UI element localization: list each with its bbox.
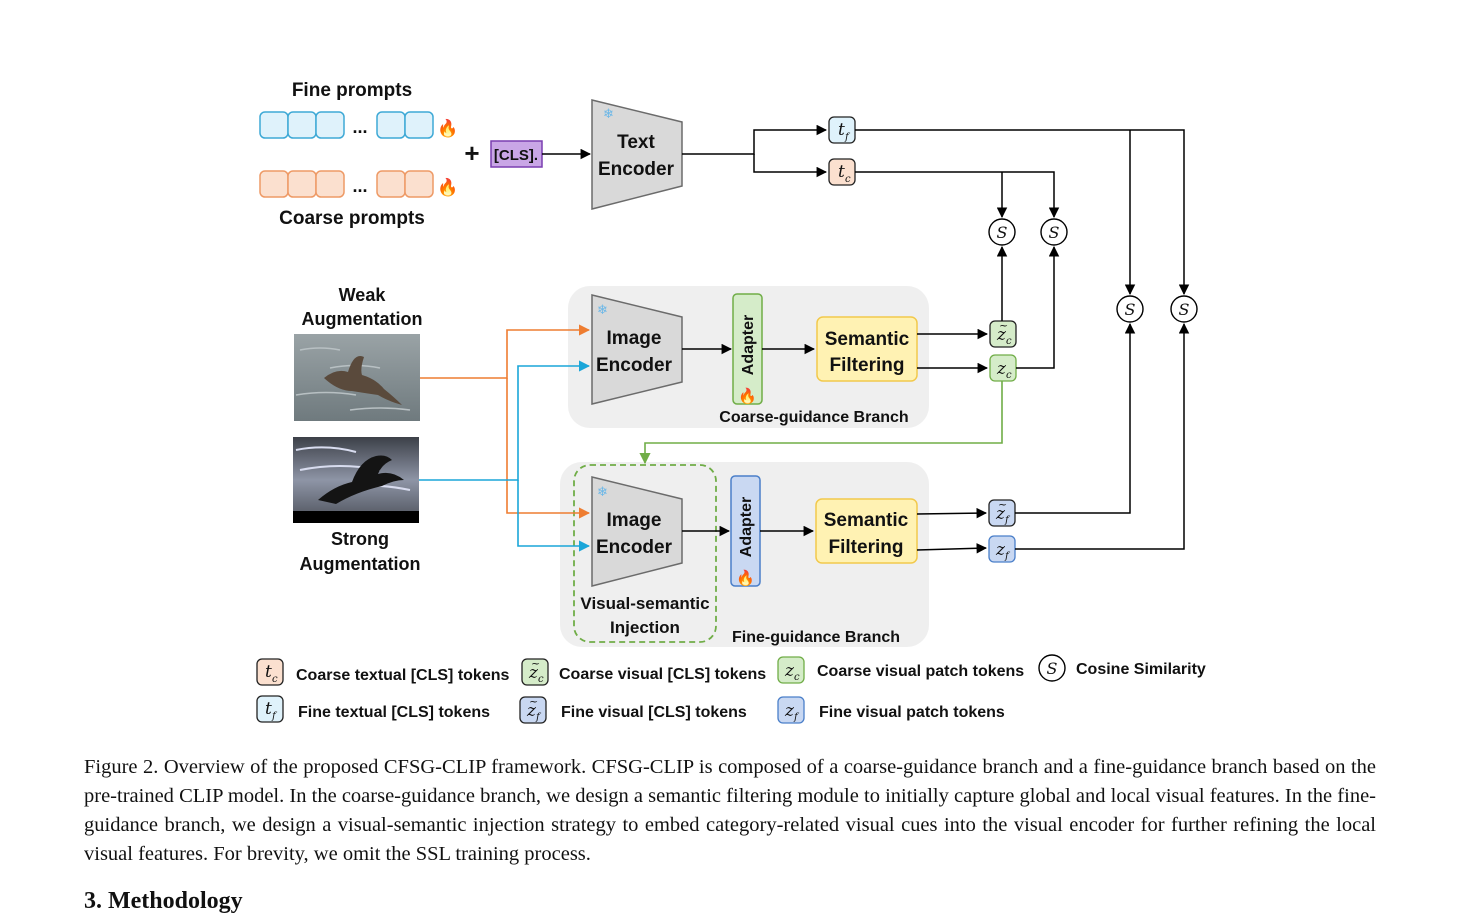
coarse-prompt-tokens: [259, 170, 434, 198]
svg-text:f: f: [793, 712, 800, 723]
svg-text:z: z: [784, 661, 795, 681]
snowflake-icon: ❄: [597, 302, 608, 317]
cosine-similarity-node: S: [988, 218, 1016, 246]
image-encoder-label: Image: [607, 510, 662, 531]
svg-text:S: S: [1047, 659, 1058, 678]
svg-text:t: t: [265, 662, 272, 682]
legend-fine-text: Fine textual [CLS] tokens: [298, 704, 490, 721]
fine-branch-label: Fine-guidance Branch: [732, 629, 900, 646]
token-subscript: f: [844, 132, 851, 143]
flame-icon: 🔥: [437, 118, 458, 138]
legend-cosine: Cosine Similarity: [1076, 661, 1206, 678]
token-symbol: z: [996, 325, 1007, 345]
semantic-filtering-label: Semantic: [825, 329, 910, 350]
image-encoder-label: Encoder: [596, 537, 673, 558]
token-symbol: z: [995, 504, 1006, 524]
svg-text:~: ~: [529, 695, 538, 708]
token-subscript: c: [845, 174, 851, 185]
svg-text:f: f: [535, 712, 542, 723]
svg-text:S: S: [1049, 223, 1060, 242]
coarse-prompts-label: Coarse prompts: [279, 208, 425, 229]
adapter-label: Adapter: [740, 315, 757, 375]
plus-sign: +: [464, 138, 479, 168]
semantic-filtering-label: Filtering: [829, 537, 904, 558]
image-encoder-label: Image: [607, 328, 662, 349]
flame-icon: 🔥: [736, 569, 755, 587]
legend-fine-patch: Fine visual patch tokens: [819, 704, 1005, 721]
weak-augmentation-image: [294, 334, 420, 421]
cosine-similarity-node: S: [1170, 295, 1198, 323]
semantic-filtering-coarse: [816, 316, 918, 382]
svg-text:z: z: [526, 701, 537, 721]
svg-text:t: t: [265, 699, 272, 719]
svg-text:S: S: [1179, 300, 1190, 319]
fine-prompts-label: Fine prompts: [292, 80, 412, 101]
svg-text:S: S: [1125, 300, 1136, 319]
token-tilde: ~: [999, 319, 1008, 332]
image-encoder-fine: [591, 476, 683, 587]
legend-fine-visual-cls: Fine visual [CLS] tokens: [561, 704, 747, 721]
token-subscript: c: [1006, 370, 1012, 381]
svg-text:c: c: [272, 674, 278, 685]
semantic-filtering-label: Filtering: [830, 355, 905, 376]
legend: t c Coarse textual [CLS] tokens ~ z c Co…: [256, 654, 1206, 724]
injection-label: Visual-semantic: [580, 594, 709, 613]
image-encoder-label: Encoder: [596, 355, 673, 376]
strong-augmentation-label: Strong: [331, 529, 389, 549]
visual-semantic-injection-box: [573, 464, 717, 643]
coarse-branch-label: Coarse-guidance Branch: [719, 409, 908, 426]
semantic-filtering-label: Semantic: [824, 510, 909, 531]
semantic-filtering-fine: [815, 498, 918, 564]
text-encoder: [591, 99, 683, 210]
section-heading: 3. Methodology: [84, 888, 243, 914]
svg-text:z: z: [784, 701, 795, 721]
cls-token-box: [490, 140, 543, 168]
token-subscript: f: [1004, 515, 1011, 526]
token-subscript: c: [1006, 336, 1012, 347]
legend-coarse-text: Coarse textual [CLS] tokens: [296, 667, 509, 684]
weak-augmentation-label: Weak: [339, 285, 387, 305]
text-encoder-label: Encoder: [598, 159, 675, 180]
token-symbol: z: [995, 540, 1006, 560]
text-encoder-label: Text: [617, 132, 655, 153]
fine-prompt-ellipsis: ...: [352, 117, 367, 137]
legend-coarse-patch: Coarse visual patch tokens: [817, 663, 1024, 680]
flame-icon: 🔥: [437, 177, 458, 197]
svg-text:~: ~: [531, 657, 540, 670]
snowflake-icon: ❄: [597, 484, 608, 499]
cls-token-label: [CLS].: [494, 147, 538, 164]
svg-text:z: z: [528, 663, 539, 683]
strong-augmentation-image: [293, 437, 419, 523]
svg-text:S: S: [997, 223, 1008, 242]
cosine-similarity-node: S: [1040, 218, 1068, 246]
token-tilde: ~: [998, 498, 1007, 511]
coarse-prompt-ellipsis: ...: [352, 176, 367, 196]
image-encoder-coarse: [591, 294, 683, 405]
injection-label: Injection: [610, 618, 680, 637]
fine-prompt-tokens: [259, 111, 434, 139]
legend-coarse-visual-cls: Coarse visual [CLS] tokens: [559, 666, 766, 683]
token-symbol: t: [838, 162, 845, 182]
snowflake-icon: ❄: [603, 106, 614, 121]
svg-text:f: f: [271, 711, 278, 722]
flame-icon: 🔥: [738, 387, 757, 405]
figure-caption: Figure 2. Overview of the proposed CFSG-…: [84, 756, 1376, 865]
strong-augmentation-label: Augmentation: [300, 554, 421, 574]
weak-augmentation-label: Augmentation: [302, 309, 423, 329]
token-symbol: z: [996, 359, 1007, 379]
svg-text:c: c: [538, 674, 544, 685]
cosine-similarity-node: S: [1116, 295, 1144, 323]
coarse-visual-cls-token: [989, 320, 1017, 348]
token-symbol: t: [838, 120, 845, 140]
token-subscript: f: [1004, 551, 1011, 562]
adapter-label: Adapter: [738, 497, 755, 557]
svg-text:c: c: [794, 672, 800, 683]
